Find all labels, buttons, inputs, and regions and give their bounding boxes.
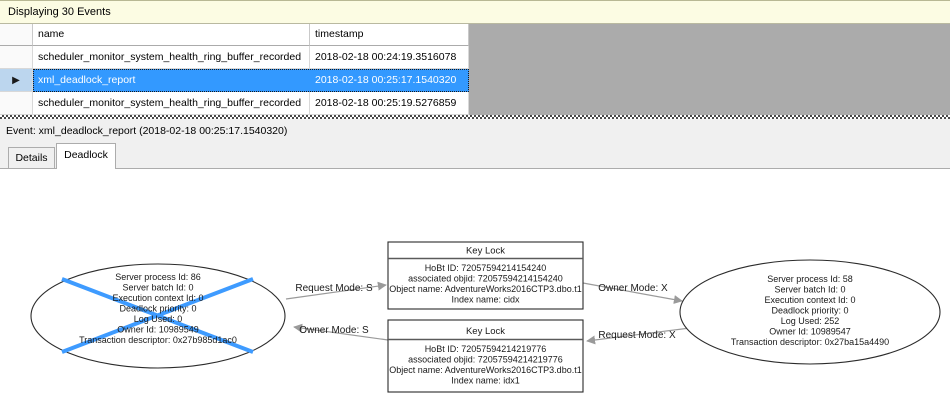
event-name-cell[interactable]: scheduler_monitor_system_health_ring_buf…: [33, 92, 310, 115]
grid-detail-splitter[interactable]: [0, 115, 950, 119]
events-grid[interactable]: name timestamp scheduler_monitor_system_…: [0, 24, 950, 115]
events-count-label: Displaying 30 Events: [8, 6, 111, 18]
row-gutter[interactable]: ▶: [0, 69, 33, 92]
events-count-banner: Displaying 30 Events: [0, 0, 950, 24]
selected-event-bar: Event: xml_deadlock_report (2018-02-18 0…: [0, 119, 950, 143]
event-timestamp-cell[interactable]: 2018-02-18 00:24:19.3516078: [310, 46, 469, 69]
event-timestamp-cell[interactable]: 2018-02-18 00:25:19.5276859: [310, 92, 469, 115]
column-header-timestamp[interactable]: timestamp: [310, 24, 469, 46]
event-name-cell[interactable]: scheduler_monitor_system_health_ring_buf…: [33, 46, 310, 69]
table-row[interactable]: scheduler_monitor_system_health_ring_buf…: [0, 46, 469, 69]
grid-corner-cell: [0, 24, 33, 46]
tab-details[interactable]: Details: [8, 147, 55, 168]
selected-event-label: Event: xml_deadlock_report (2018-02-18 0…: [6, 125, 288, 137]
current-row-arrow-icon: ▶: [12, 75, 20, 86]
event-name-cell[interactable]: xml_deadlock_report: [33, 69, 310, 92]
tab-deadlock[interactable]: Deadlock: [56, 143, 116, 169]
detail-tabstrip: Details Deadlock: [0, 143, 950, 169]
table-row-selected[interactable]: ▶ xml_deadlock_report 2018-02-18 00:25:1…: [0, 69, 469, 92]
column-header-name[interactable]: name: [33, 24, 310, 46]
event-timestamp-cell[interactable]: 2018-02-18 00:25:17.1540320: [310, 69, 469, 92]
table-row[interactable]: scheduler_monitor_system_health_ring_buf…: [0, 92, 469, 115]
grid-header-row: name timestamp: [0, 24, 469, 46]
row-gutter[interactable]: [0, 46, 33, 69]
deadlock-graph-panel[interactable]: [0, 168, 950, 400]
row-gutter[interactable]: [0, 92, 33, 115]
